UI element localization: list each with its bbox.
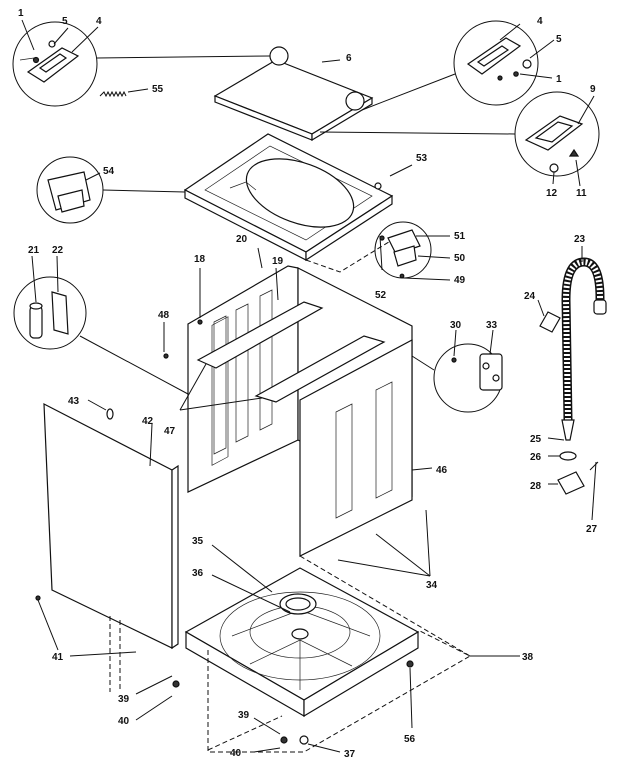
callout-5a: 5 (62, 16, 68, 27)
callout-53: 53 (416, 153, 428, 164)
callout-24: 24 (524, 291, 536, 302)
washer-base (135, 509, 520, 753)
callout-21: 21 (28, 245, 40, 256)
callout-41: 41 (52, 652, 64, 663)
callout-55: 55 (152, 84, 164, 95)
callout-9: 9 (590, 84, 596, 95)
lid-switch-detail (514, 91, 600, 187)
callout-39a: 39 (118, 694, 130, 705)
callout-48: 48 (158, 310, 170, 321)
callout-22: 22 (52, 245, 64, 256)
callout-38: 38 (522, 652, 534, 663)
callout-19: 19 (272, 256, 284, 267)
callout-42: 42 (142, 416, 154, 427)
callout-23: 23 (574, 234, 586, 245)
callout-25: 25 (530, 434, 542, 445)
callout-1b: 1 (556, 74, 562, 85)
callout-37: 37 (344, 749, 356, 760)
top-panel (183, 133, 413, 273)
clip-detail (13, 255, 87, 350)
callout-11: 11 (576, 188, 587, 199)
callout-36: 36 (192, 568, 204, 579)
spring-part (99, 88, 149, 98)
callout-40b: 40 (230, 748, 242, 759)
hinge-detail-left (12, 19, 99, 107)
callout-43: 43 (68, 396, 80, 407)
callout-54: 54 (103, 166, 115, 177)
callout-4b: 4 (537, 16, 543, 27)
drain-hose (537, 246, 607, 521)
callout-12: 12 (546, 188, 558, 199)
callout-labels: 1 5 4 6 55 4 5 1 9 12 11 54 53 20 18 19 … (18, 8, 598, 760)
connector-detail (433, 329, 503, 413)
callout-18: 18 (194, 254, 206, 265)
callout-39b: 39 (238, 710, 250, 721)
callout-34: 34 (426, 580, 438, 591)
callout-28: 28 (530, 481, 542, 492)
callout-40a: 40 (118, 716, 130, 727)
callout-30: 30 (450, 320, 462, 331)
hinge-detail-right (453, 20, 555, 106)
callout-46: 46 (436, 465, 448, 476)
switch-detail (374, 221, 451, 281)
callout-27: 27 (586, 524, 598, 535)
callout-33: 33 (486, 320, 498, 331)
callout-51: 51 (454, 231, 466, 242)
callout-56: 56 (404, 734, 416, 745)
callout-50: 50 (454, 253, 466, 264)
lid-panel (213, 46, 374, 142)
callout-5b: 5 (556, 34, 562, 45)
callout-47: 47 (164, 426, 176, 437)
callout-26: 26 (530, 452, 542, 463)
callout-20: 20 (236, 234, 248, 245)
front-panel (35, 399, 179, 692)
callout-49: 49 (454, 275, 466, 286)
callout-1a: 1 (18, 8, 24, 19)
callout-52: 52 (375, 290, 387, 301)
bracket-detail (36, 156, 104, 224)
callout-4a: 4 (96, 16, 102, 27)
callout-6: 6 (346, 53, 352, 64)
cabinet-frame (163, 265, 433, 557)
callout-35: 35 (192, 536, 204, 547)
